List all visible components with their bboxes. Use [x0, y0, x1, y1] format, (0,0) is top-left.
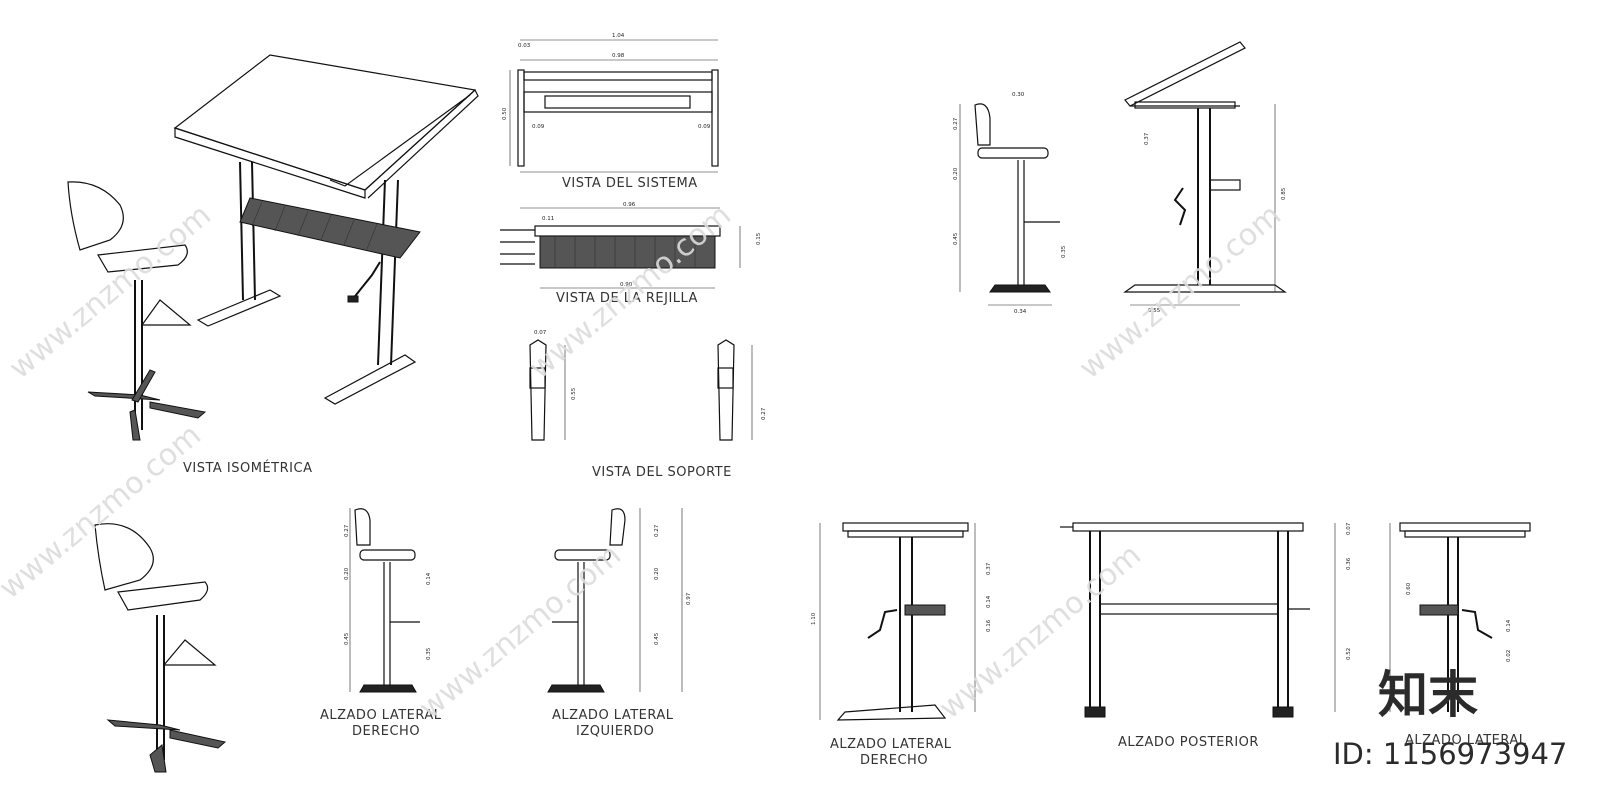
dim-system-edge: 0.03: [518, 43, 531, 49]
label-support: VISTA DEL SOPORTE: [592, 465, 732, 480]
dim-table-top: 0.85: [1281, 187, 1287, 200]
dim-grid-bottom: 0.90: [620, 282, 633, 288]
label-table-left-1: ALZADO LATERAL: [1405, 733, 1527, 748]
dim-tsl-small: 0.14: [1506, 619, 1512, 632]
dim-chair-foot: 0.35: [1061, 245, 1067, 258]
chair-elevation-top: 0.27 0.20 0.45 0.35 0.30 0.34: [953, 92, 1067, 315]
isometric-chair: [67, 181, 207, 441]
dim-system-top: 1.04: [612, 33, 625, 39]
label-chair-right-1: ALZADO LATERAL: [320, 708, 442, 723]
dim-cl-leg: 0.45: [654, 632, 660, 645]
dim-table-rise: 0.37: [1144, 132, 1150, 145]
dim-system-slot: 0.09: [532, 124, 545, 130]
system-view: 1.04 0.98 0.03 0.50 0.09 0.09 VISTA DEL …: [502, 33, 719, 191]
dim-cl-back: 0.27: [654, 524, 660, 537]
isometric-chair-2: [94, 523, 227, 773]
isometric-desk: [173, 54, 479, 405]
dim-cr-back: 0.27: [344, 524, 350, 537]
grid-view: 0.96 0.11 0.15 0.90 VISTA DE LA REJILLA: [500, 202, 762, 306]
dim-system-inner: 0.98: [612, 53, 625, 59]
dim-tsr-mid: 0.16: [986, 619, 992, 632]
label-rear: ALZADO POSTERIOR: [1118, 735, 1259, 750]
watermark-5: www.znzmo.com: [413, 538, 628, 727]
dim-chair-leg: 0.45: [953, 232, 959, 245]
chair-side-right: 0.27 0.20 0.45 0.35 0.14 ALZADO LATERAL …: [320, 508, 442, 739]
dim-support-height: 0.55: [571, 387, 577, 400]
label-grid: VISTA DE LA REJILLA: [556, 291, 698, 306]
chair-side-left: 0.27 0.20 0.45 0.97 ALZADO LATERAL IZQUI…: [547, 508, 692, 739]
dim-rear-mid: 0.52: [1346, 648, 1352, 660]
dim-cr-leg: 0.45: [344, 632, 350, 645]
label-system: VISTA DEL SISTEMA: [562, 176, 698, 191]
image-id: ID: 1156973947: [1333, 737, 1567, 771]
dim-cl-total: 0.97: [686, 592, 692, 605]
dim-grid-height: 0.15: [756, 232, 762, 245]
dim-grid-slot: 0.11: [542, 216, 554, 222]
dim-table-span: 0.55: [1148, 308, 1161, 314]
label-chair-left-1: ALZADO LATERAL: [552, 708, 674, 723]
dim-support-side: 0.27: [761, 407, 767, 420]
dim-tsr-height: 1.10: [811, 612, 817, 625]
dim-chair-base: 0.34: [1014, 309, 1027, 315]
table-side-left: 0.60 0.14 0.02 ALZADO LATERAL: [1389, 522, 1531, 748]
label-table-right-1: ALZADO LATERAL: [830, 737, 952, 752]
label-chair-left-2: IZQUIERDO: [576, 724, 654, 739]
dim-rear-small: 0.07: [1346, 522, 1352, 535]
dim-system-slot-2: 0.09: [698, 124, 711, 130]
dim-tsr-small: 0.14: [986, 595, 992, 608]
table-side-right: 1.10 0.37 0.16 0.14 ALZADO LATERAL DEREC…: [811, 522, 992, 768]
watermark-6: www.znzmo.com: [933, 538, 1148, 727]
label-chair-right-2: DERECHO: [352, 724, 420, 739]
dim-grid-top: 0.96: [623, 202, 636, 208]
support-view: 0.07 0.55 0.27 VISTA DEL SOPORTE: [529, 330, 767, 480]
watermark-4: www.znzmo.com: [0, 418, 208, 607]
watermark-1: www.znzmo.com: [3, 198, 218, 387]
dim-tsl-total: 0.60: [1406, 582, 1412, 595]
dim-cr-seat: 0.20: [344, 567, 350, 580]
dim-chair-width: 0.30: [1012, 92, 1025, 98]
dim-cr-small: 0.14: [426, 572, 432, 585]
dim-chair-back: 0.27: [953, 117, 959, 130]
label-isometric: VISTA ISOMÉTRICA: [183, 460, 312, 476]
dim-cl-seat: 0.20: [654, 567, 660, 580]
dim-rear-top: 0.36: [1346, 557, 1352, 570]
table-side-top: 0.85 0.37 0.55: [1123, 41, 1287, 314]
rear-elevation: 0.36 0.52 0.07 ALZADO POSTERIOR: [1060, 522, 1352, 750]
dim-tsl-tiny: 0.02: [1506, 650, 1512, 662]
dim-chair-seat: 0.20: [953, 167, 959, 180]
label-table-right-2: DERECHO: [860, 753, 928, 768]
dim-tsr-rise: 0.37: [986, 562, 992, 575]
dim-system-height: 0.50: [502, 107, 508, 120]
dim-support-top: 0.07: [534, 330, 547, 336]
brand-logo: 知末: [1378, 666, 1478, 724]
dim-cr-foot: 0.35: [426, 647, 432, 660]
